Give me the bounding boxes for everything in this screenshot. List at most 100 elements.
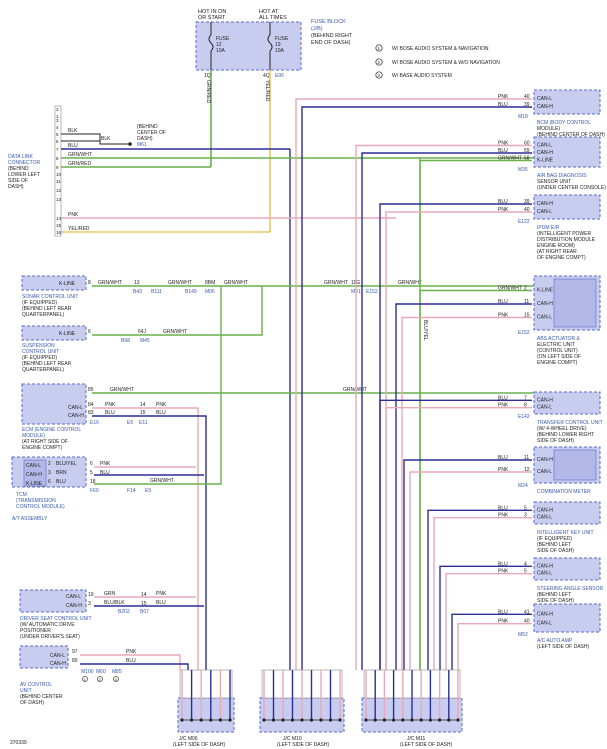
right-module-title: (INTELLIGENT POWER — [537, 231, 591, 237]
av-conn-m85: M85 — [112, 669, 122, 675]
tcm-rpin-6: 6 — [90, 461, 93, 467]
right-module-title: BCM (BODY CONTROL — [537, 120, 591, 126]
fuse-wire-left: GRN/RED — [205, 80, 211, 103]
dlc-wire-8: GRN/RED — [68, 161, 91, 167]
right-module-conn: E122 — [518, 219, 530, 225]
right-module-tag: CAN-H — [537, 104, 553, 110]
dlc-title-1: DATA LINK — [8, 154, 33, 160]
dlc-body — [54, 105, 62, 237]
dlc-pin-4: 4 — [56, 125, 59, 130]
right-module-wire: PNK — [498, 467, 509, 473]
right-module-tag: CAN-L — [537, 515, 552, 521]
fuse-left-label: FUSE — [216, 36, 230, 42]
seat-wire-grn: GRN — [104, 591, 116, 597]
fuse-left-symbol — [208, 34, 214, 52]
sonar-title-4: QUARTERPANEL) — [22, 312, 64, 318]
right-module-title: AIR BAG DIAGNOSIS — [537, 173, 587, 179]
right-module-title: (W/ 4-WHEEL DRIVE) — [537, 426, 587, 432]
av-wire-pnk: PNK — [126, 649, 137, 655]
ground-ref-1: (BEHIND — [137, 124, 158, 130]
right-module-title: INTELLIGENT KEY UNIT — [537, 530, 594, 536]
right-module-tag: CAN-L — [537, 96, 552, 102]
grn-wht-m01: GRN/WHT — [324, 280, 348, 286]
right-module-wire: PNK — [498, 141, 509, 147]
tcm-conn-e5: E5 — [145, 488, 151, 494]
av-title-3: (BEHIND CENTER — [20, 694, 63, 700]
suspension-pin: 6 — [88, 329, 91, 335]
right-module-wire-line — [445, 572, 532, 670]
sonar-conn-3: B149 — [185, 289, 197, 295]
right-module-wire-line — [295, 98, 532, 670]
right-module-wire: BLU — [498, 561, 508, 567]
ecm-conn-e5: E5 — [127, 420, 133, 426]
ecm-pin-14: 14 — [140, 402, 146, 408]
tcm-tag-k-line: K-LINE — [26, 481, 43, 487]
right-module-pin: 59 — [524, 148, 530, 154]
right-module-box — [533, 89, 601, 115]
dlc-wire-4: BLK — [68, 128, 78, 134]
dlc-wire-7: GRN/WHT — [68, 152, 92, 158]
suspension-title-2: CONTROL UNIT — [22, 349, 59, 355]
jc-m11-label: J/C M11 — [407, 736, 425, 742]
right-module-wire-line — [427, 509, 532, 670]
right-module-pin: 8 — [524, 403, 527, 409]
right-module-pin: 15 — [524, 313, 530, 319]
right-module-wire: BLU — [498, 148, 508, 154]
joint-connector-pins-1 — [179, 669, 233, 699]
right-module-title: TRANSFER CONTROL UNIT — [537, 420, 603, 426]
suspension-box — [21, 325, 87, 341]
right-module-title: (BEHIND CENTER OF DASH) — [537, 132, 605, 138]
fuse-right-rating: 10A — [275, 48, 285, 54]
reference-code: 370339 — [10, 740, 27, 746]
driver-seat-box — [19, 589, 87, 613]
ecm-title-2: MODULE) — [22, 433, 45, 439]
right-module-wire: GRN/WHT — [498, 156, 522, 162]
seat-rpin-15: 15 — [141, 601, 147, 607]
right-module-pin: 40 — [524, 207, 530, 213]
right-module-title: SENSOR UNIT — [537, 179, 571, 185]
right-module-pin: 60 — [524, 141, 530, 147]
right-module-wire-line — [409, 471, 532, 670]
right-module-pin: 39 — [524, 199, 530, 205]
ecm-conn-e11: E11 — [139, 420, 148, 426]
dlc-wire-16: YEL/RED — [68, 226, 90, 232]
av-pin-80: 80 — [72, 658, 78, 664]
av-conn-m100: M100 — [81, 669, 94, 675]
dlc-pin-15: 15 — [56, 223, 62, 228]
suspension-title-4: (BEHIND LEFT REAR — [22, 361, 72, 367]
sonar-tag: K-LINE — [59, 281, 76, 287]
dlc-pin-2: 2 — [56, 107, 59, 112]
power-on-start-2: OR START — [198, 15, 226, 21]
dlc-title-2: CONNECTOR — [8, 160, 41, 166]
right-module-wire-line — [419, 159, 532, 670]
sonar-wire: GRN/WHT — [98, 280, 122, 286]
av-title-4: OF DASH) — [20, 700, 44, 706]
dlc-pin-8: 8 — [56, 156, 59, 161]
right-module-pin: 40 — [524, 619, 530, 625]
right-module-wire-line — [385, 406, 532, 670]
seat-rpin-14: 14 — [141, 592, 147, 598]
right-module-title: OF ENGINE COMPT) — [537, 255, 586, 261]
av-wire-blu: BLU — [126, 658, 136, 664]
fuse-block-title-1: FUSE BLOCK — [311, 19, 346, 25]
suspension-conn-2: M45 — [140, 338, 150, 344]
seat-pin-19: 19 — [88, 592, 94, 598]
right-module-title: ABS ACTUATOR & — [537, 336, 581, 342]
sonar-title-3: (BEHIND LEFT REAR — [22, 306, 72, 312]
right-module-wire-line — [395, 303, 532, 670]
jc-m10-label: J/C M10 — [283, 736, 302, 742]
right-module-tag: CAN-L — [537, 469, 552, 475]
right-module-wire: GRN/WHT — [498, 286, 522, 292]
right-module-wire: BLU — [498, 609, 508, 615]
dlc-pin-11: 11 — [56, 179, 61, 184]
seat-pin-3: 3 — [88, 601, 91, 607]
right-module-title: (AT RIGHT REAR — [537, 249, 577, 255]
fuse-right-number: 19 — [275, 42, 281, 48]
right-module-wire-line — [457, 622, 532, 670]
right-module-wire-line — [379, 399, 532, 670]
dlc-pin-10: 10 — [56, 172, 62, 177]
right-module-tag: K-LINE — [537, 288, 554, 294]
sonar-pin-8bm: 8BM — [205, 280, 215, 286]
